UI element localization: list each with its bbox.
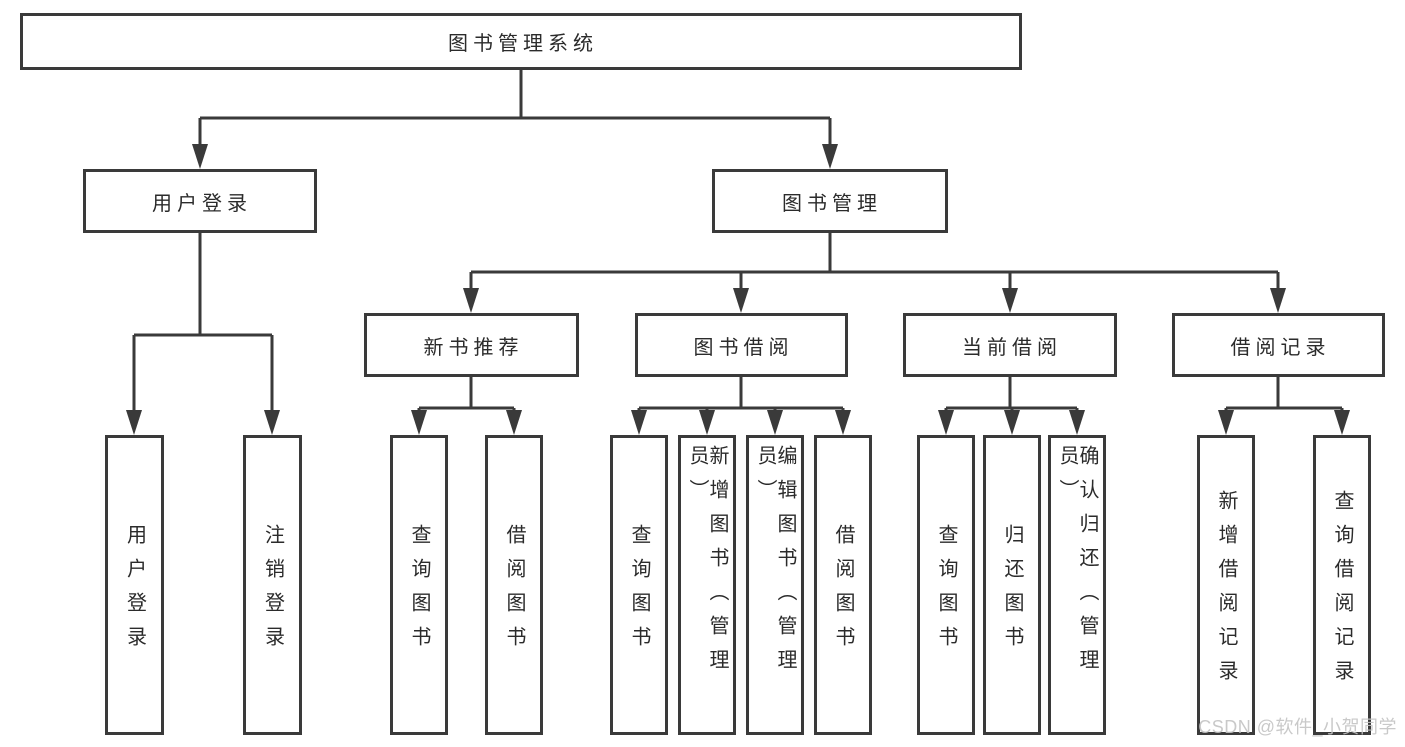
node-new-book-recommend-label: 新书推荐 bbox=[423, 336, 524, 359]
arrowhead bbox=[938, 410, 954, 435]
leaf-edit-books-admin: 编辑图书（管理员） bbox=[746, 435, 804, 735]
leaf-return-books-label: 归还图书 bbox=[1001, 524, 1023, 660]
node-new-book-recommend: 新书推荐 bbox=[364, 313, 579, 377]
arrowhead bbox=[822, 144, 838, 169]
csdn-watermark: CSDN @软件_小贺同学 bbox=[1198, 717, 1397, 737]
arrowheads bbox=[126, 144, 1350, 435]
leaf-add-borrow-record-label: 新增借阅记录 bbox=[1215, 490, 1237, 694]
leaf-query-borrow-record: 查询借阅记录 bbox=[1313, 435, 1371, 735]
leaf-query-books-borrow-label: 查询图书 bbox=[628, 524, 650, 660]
arrowhead bbox=[411, 410, 427, 435]
leaf-borrow-books-recommend-label: 借阅图书 bbox=[503, 524, 525, 660]
leaf-add-borrow-record: 新增借阅记录 bbox=[1197, 435, 1255, 735]
arrowhead bbox=[1270, 288, 1286, 313]
leaf-logout: 注销登录 bbox=[243, 435, 302, 735]
leaf-query-borrow-record-label: 查询借阅记录 bbox=[1331, 490, 1353, 694]
arrowhead bbox=[264, 410, 280, 435]
arrowhead bbox=[506, 410, 522, 435]
connector-root-to-level2 bbox=[198, 70, 832, 148]
node-borrow-records-label: 借阅记录 bbox=[1230, 336, 1331, 359]
leaf-edit-books-admin-label: 编辑图书（管理员） bbox=[754, 445, 796, 683]
leaf-query-books-current: 查询图书 bbox=[917, 435, 975, 735]
node-current-borrow-label: 当前借阅 bbox=[962, 336, 1062, 359]
arrowhead bbox=[1334, 410, 1350, 435]
leaf-add-books-admin: 新增图书（管理员） bbox=[678, 435, 736, 735]
arrowhead bbox=[463, 288, 479, 313]
leaf-query-books-borrow: 查询图书 bbox=[610, 435, 668, 735]
node-borrow-records: 借阅记录 bbox=[1172, 313, 1385, 377]
leaf-add-books-admin-label: 新增图书（管理员） bbox=[686, 445, 728, 683]
arrowhead bbox=[1004, 410, 1020, 435]
node-root-label: 图书管理系统 bbox=[448, 33, 598, 55]
leaf-return-books: 归还图书 bbox=[983, 435, 1041, 735]
arrowhead bbox=[631, 410, 647, 435]
node-user-login-label: 用户登录 bbox=[152, 192, 252, 215]
leaf-query-books-current-label: 查询图书 bbox=[935, 524, 957, 660]
leaf-query-books-recommend: 查询图书 bbox=[390, 435, 448, 735]
leaf-user-login: 用户登录 bbox=[105, 435, 164, 735]
node-book-management-label: 图书管理 bbox=[782, 192, 882, 215]
arrowhead bbox=[192, 144, 208, 169]
arrowhead bbox=[126, 410, 142, 435]
node-book-borrow: 图书借阅 bbox=[635, 313, 848, 377]
leaf-confirm-return-admin: 确认归还（管理员） bbox=[1048, 435, 1106, 735]
node-book-borrow-label: 图书借阅 bbox=[693, 336, 794, 359]
arrowhead bbox=[733, 288, 749, 313]
leaf-query-books-recommend-label: 查询图书 bbox=[408, 524, 430, 660]
arrowhead bbox=[1218, 410, 1234, 435]
node-current-borrow: 当前借阅 bbox=[903, 313, 1117, 377]
node-user-login: 用户登录 bbox=[83, 169, 317, 233]
leaf-borrow-books-label: 借阅图书 bbox=[832, 524, 854, 660]
connector-userlogin-to-leaves bbox=[132, 233, 274, 414]
leaf-borrow-books-recommend: 借阅图书 bbox=[485, 435, 543, 735]
leaf-confirm-return-admin-label: 确认归还（管理员） bbox=[1056, 445, 1098, 683]
arrowhead bbox=[835, 410, 851, 435]
leaf-logout-label: 注销登录 bbox=[261, 524, 284, 660]
connector-records-to-leaves bbox=[1224, 377, 1344, 416]
leaf-user-login-label: 用户登录 bbox=[123, 524, 146, 660]
arrowhead bbox=[1002, 288, 1018, 313]
arrowhead bbox=[1069, 410, 1085, 435]
arrowhead bbox=[767, 410, 783, 435]
connector-bookmgmt-to-level3 bbox=[469, 233, 1280, 292]
node-root: 图书管理系统 bbox=[20, 13, 1022, 70]
connector-newbooks-to-leaves bbox=[417, 377, 516, 416]
arrowhead bbox=[699, 410, 715, 435]
node-book-management: 图书管理 bbox=[712, 169, 948, 233]
leaf-borrow-books: 借阅图书 bbox=[814, 435, 872, 735]
connector-borrow-to-leaves bbox=[637, 377, 845, 416]
